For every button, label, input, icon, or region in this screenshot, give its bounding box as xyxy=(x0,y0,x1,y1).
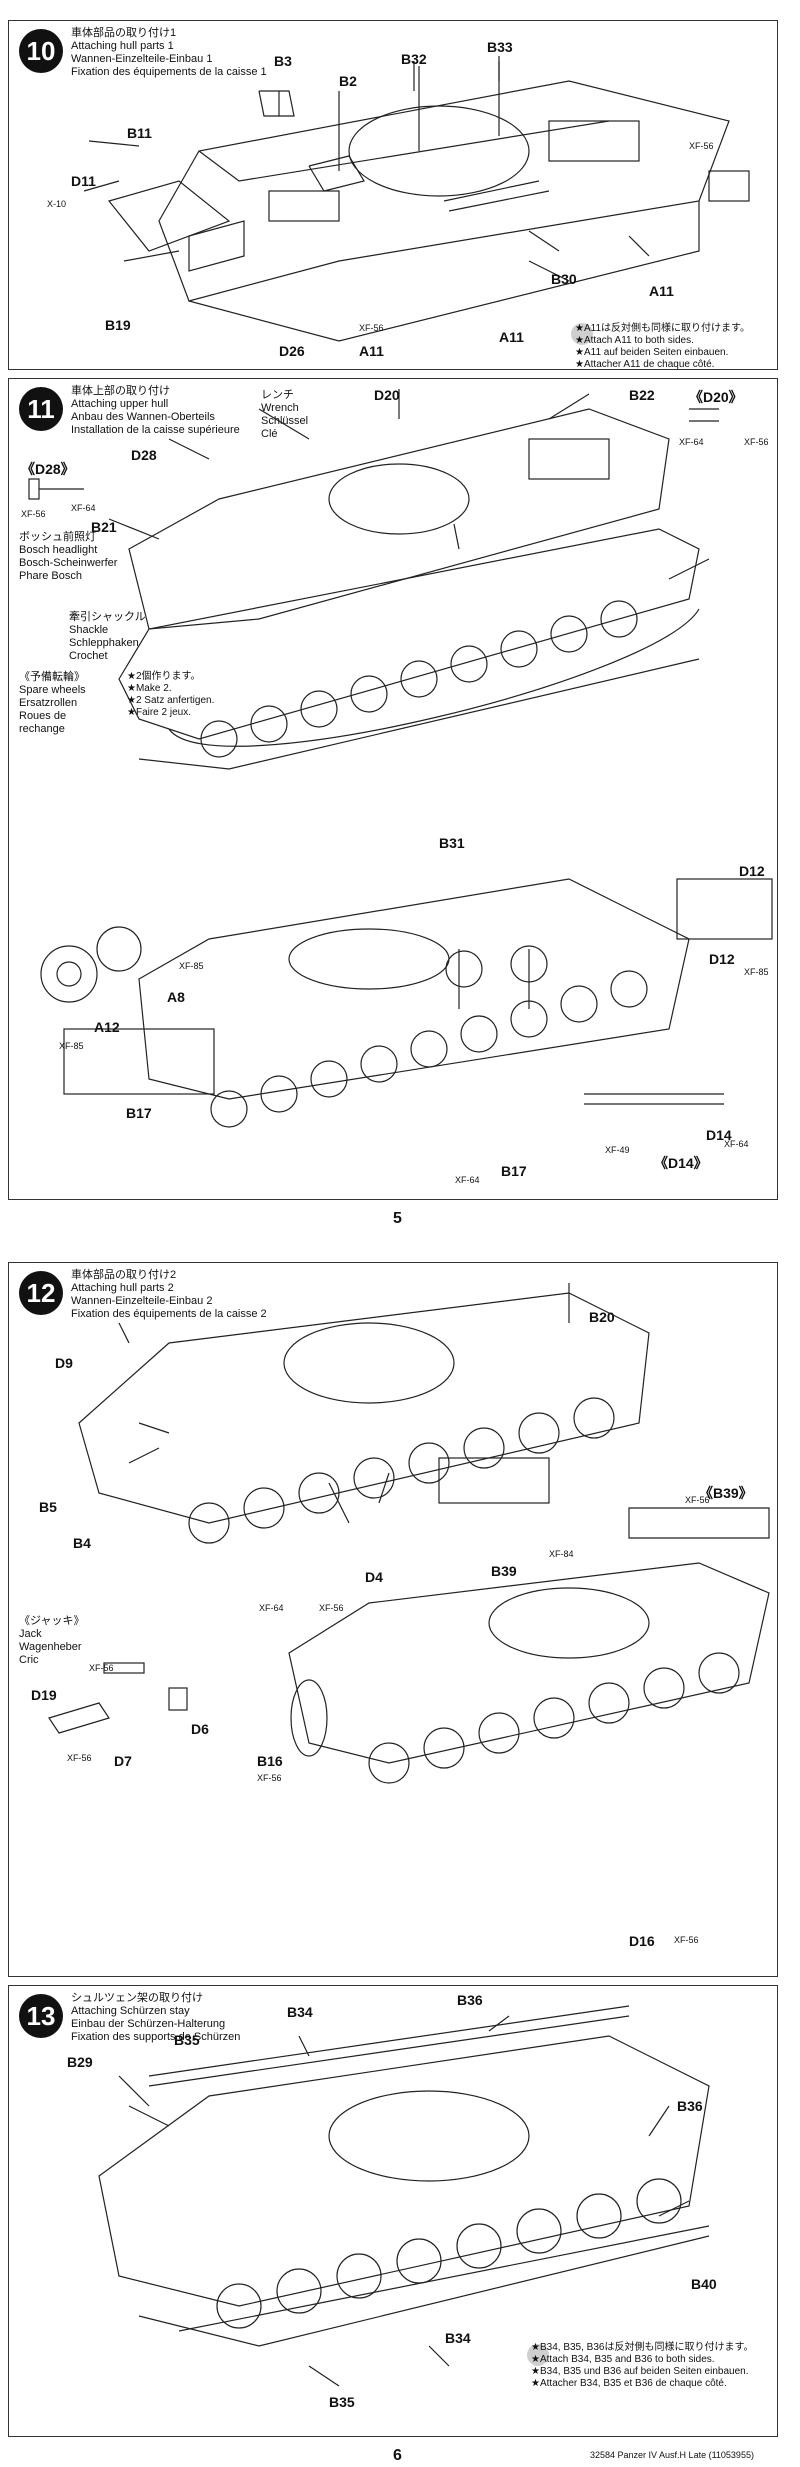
hull-drawing xyxy=(48,1283,770,1784)
step-title: 車体部品の取り付け2 Attaching hull parts 2 Wannen… xyxy=(71,1269,267,1320)
part-label: B16 xyxy=(257,1753,283,1769)
part-label: D7 xyxy=(114,1753,132,1769)
part-label: D16 xyxy=(629,1933,655,1949)
hull-drawing xyxy=(83,56,750,342)
part-label: D12 xyxy=(709,951,735,967)
part-label: B2 xyxy=(339,73,357,89)
part-label: B4 xyxy=(73,1535,91,1551)
part-label: B17 xyxy=(501,1163,527,1179)
note-marker xyxy=(571,323,593,345)
paint-code: XF-56 xyxy=(744,437,769,447)
part-label: A11 xyxy=(359,343,384,359)
paint-code: XF-85 xyxy=(59,1041,84,1051)
part-label: 《D28》 xyxy=(21,461,75,477)
headlight-label: ボッシュ前照灯 Bosch headlight Bosch-Scheinwerf… xyxy=(19,531,118,582)
page-5: 10 車体部品の取り付け1 Attaching hull parts 1 Wan… xyxy=(8,20,778,1227)
step-number: 10 xyxy=(19,29,63,73)
paint-code: XF-64 xyxy=(455,1175,480,1185)
part-label: A11 xyxy=(649,283,674,299)
note-marker xyxy=(527,2344,549,2366)
part-label: D19 xyxy=(31,1687,57,1703)
part-label: B29 xyxy=(67,2054,93,2070)
page-number: 6 xyxy=(393,2447,402,2464)
paint-code: XF-85 xyxy=(744,967,769,977)
paint-code: XF-84 xyxy=(549,1549,574,1559)
make-two-note: ★2個作ります。 ★Make 2. ★2 Satz anfertigen. ★F… xyxy=(127,671,215,718)
part-label: B32 xyxy=(401,51,427,67)
part-label: B21 xyxy=(91,519,117,535)
hull-drawing xyxy=(28,389,773,1128)
part-label: A8 xyxy=(167,989,185,1005)
step-note: ★A11は反対側も同様に取り付けます。 ★Attach A11 to both … xyxy=(575,323,751,370)
paint-code: XF-56 xyxy=(21,509,46,519)
part-label: B34 xyxy=(287,2004,313,2020)
part-label: D6 xyxy=(191,1721,209,1737)
part-label: 《D20》 xyxy=(689,389,743,405)
part-label: B40 xyxy=(691,2276,717,2292)
step-number: 11 xyxy=(19,387,63,431)
step-10: 10 車体部品の取り付け1 Attaching hull parts 1 Wan… xyxy=(8,20,778,370)
step-12: 12 車体部品の取り付け2 Attaching hull parts 2 Wan… xyxy=(8,1262,778,1977)
wrench-label: レンチ Wrench Schlüssel Clé xyxy=(261,389,309,440)
part-label: B35 xyxy=(174,2032,200,2048)
part-label: D28 xyxy=(131,447,157,463)
step-number: 12 xyxy=(19,1271,63,1315)
part-label: B20 xyxy=(589,1309,615,1325)
step-number: 13 xyxy=(19,1994,63,2038)
hull-drawing xyxy=(98,2005,710,2387)
paint-code: XF-56 xyxy=(257,1773,282,1783)
paint-code: XF-56 xyxy=(89,1663,114,1673)
paint-code: XF-49 xyxy=(605,1145,630,1155)
part-label: B36 xyxy=(457,1992,483,2008)
part-label: D26 xyxy=(279,343,305,359)
paint-code: XF-56 xyxy=(67,1753,92,1763)
part-label: D12 xyxy=(739,863,765,879)
step-title: 車体部品の取り付け1 Attaching hull parts 1 Wannen… xyxy=(71,27,267,78)
part-label: 《B39》 xyxy=(699,1485,753,1501)
page-6: 12 車体部品の取り付け2 Attaching hull parts 2 Wan… xyxy=(0,1240,800,2467)
part-label: B33 xyxy=(487,39,513,55)
part-label: B3 xyxy=(274,53,292,69)
paint-code: XF-64 xyxy=(679,437,704,447)
part-label: B17 xyxy=(126,1105,152,1121)
paint-code: XF-56 xyxy=(674,1935,699,1945)
part-label: A11 xyxy=(499,329,524,345)
part-label: B39 xyxy=(491,1563,517,1579)
part-label: D9 xyxy=(55,1355,73,1371)
part-label: B5 xyxy=(39,1499,57,1515)
part-label: B22 xyxy=(629,387,655,403)
paint-code: XF-56 xyxy=(359,323,384,333)
paint-code: XF-56 xyxy=(689,141,714,151)
paint-code: XF-56 xyxy=(319,1603,344,1613)
step-note: ★B34, B35, B36は反対側も同様に取り付けます。 ★Attach B3… xyxy=(531,2342,754,2389)
jack-label: 《ジャッキ》 Jack Wagenheber Cric xyxy=(19,1615,85,1666)
page-number: 5 xyxy=(393,1210,402,1227)
part-label: D20 xyxy=(374,387,400,403)
part-label: B36 xyxy=(677,2098,703,2114)
part-label: B35 xyxy=(329,2394,355,2410)
step-13: 13 シュルツェン架の取り付け Attaching Schürzen stay … xyxy=(8,1985,778,2437)
part-label: B31 xyxy=(439,835,465,851)
part-label: 《D14》 xyxy=(654,1155,708,1171)
part-label: D14 xyxy=(706,1127,732,1143)
part-label: D11 xyxy=(71,173,96,189)
shackle-label: 牽引シャックル Shackle Schlepphaken Crochet xyxy=(69,611,146,662)
step-11: 11 車体上部の取り付け Attaching upper hull Anbau … xyxy=(8,378,778,1200)
paint-code: XF-56 xyxy=(685,1495,710,1505)
spare-wheels-label: 《予備転輪》 Spare wheels Ersatzrollen Roues d… xyxy=(19,671,86,735)
part-label: B30 xyxy=(551,271,577,287)
step-title: シュルツェン架の取り付け Attaching Schürzen stay Ein… xyxy=(71,1992,241,2043)
part-label: B19 xyxy=(105,317,131,333)
paint-code: XF-64 xyxy=(724,1139,749,1149)
part-label: B34 xyxy=(445,2330,471,2346)
part-label: B11 xyxy=(127,125,152,141)
part-label: D4 xyxy=(365,1569,383,1585)
paint-code: XF-85 xyxy=(179,961,204,971)
step-title: 車体上部の取り付け Attaching upper hull Anbau des… xyxy=(71,385,240,436)
paint-code: X-10 xyxy=(47,199,67,209)
footer-code: 32584 Panzer IV Ausf.H Late (11053955) xyxy=(590,2450,754,2460)
paint-code: XF-64 xyxy=(259,1603,284,1613)
part-label: A12 xyxy=(94,1019,120,1035)
paint-code: XF-64 xyxy=(71,503,96,513)
